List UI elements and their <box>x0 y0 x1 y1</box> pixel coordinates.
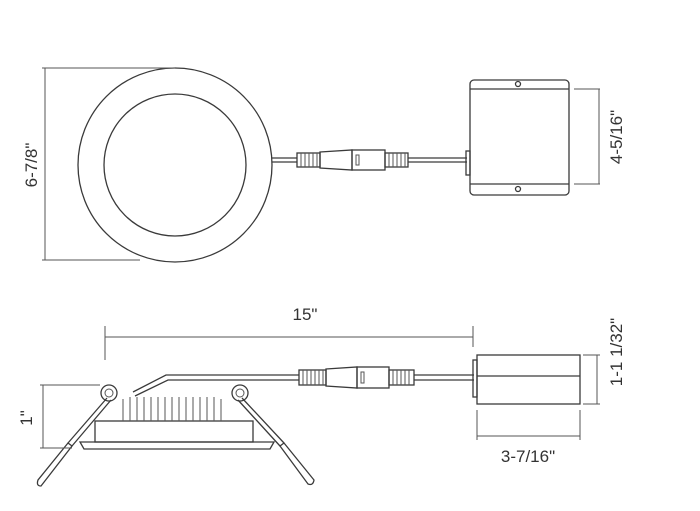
box-depth-dimension: 3-7/16" <box>476 410 581 466</box>
connector <box>296 149 409 171</box>
fixture-lens <box>103 93 247 237</box>
box-height-label: 1-1 1/32" <box>607 318 626 386</box>
box-depth-label: 3-7/16" <box>501 447 555 466</box>
connector <box>298 366 415 389</box>
cable-length-dimension: 15" <box>104 305 474 360</box>
spring-clip-right <box>231 384 315 486</box>
mounting-hole <box>514 185 522 193</box>
junction-box-side <box>472 354 581 405</box>
side-cable <box>132 366 474 397</box>
side-view: 15" <box>17 305 626 487</box>
top-view: 6-7/8" <box>22 67 626 263</box>
diameter-dimension: 6-7/8" <box>22 67 175 261</box>
fixture-side <box>36 384 315 487</box>
box-width-dimension: 4-5/16" <box>574 88 626 185</box>
cable-length-label: 15" <box>293 305 318 324</box>
heat-sink-fins <box>122 397 222 421</box>
fixture-height-label: 1" <box>17 410 36 426</box>
fixture-height-dimension: 1" <box>17 384 100 449</box>
diameter-label: 6-7/8" <box>22 143 41 188</box>
mounting-hole <box>514 80 522 88</box>
box-width-label: 4-5/16" <box>607 110 626 164</box>
junction-box-top <box>465 79 570 196</box>
fixture-trim-outer <box>77 67 273 263</box>
top-cable <box>272 149 467 171</box>
box-height-dimension: 1-1 1/32" <box>583 318 626 405</box>
spring-clip-left <box>36 384 118 487</box>
